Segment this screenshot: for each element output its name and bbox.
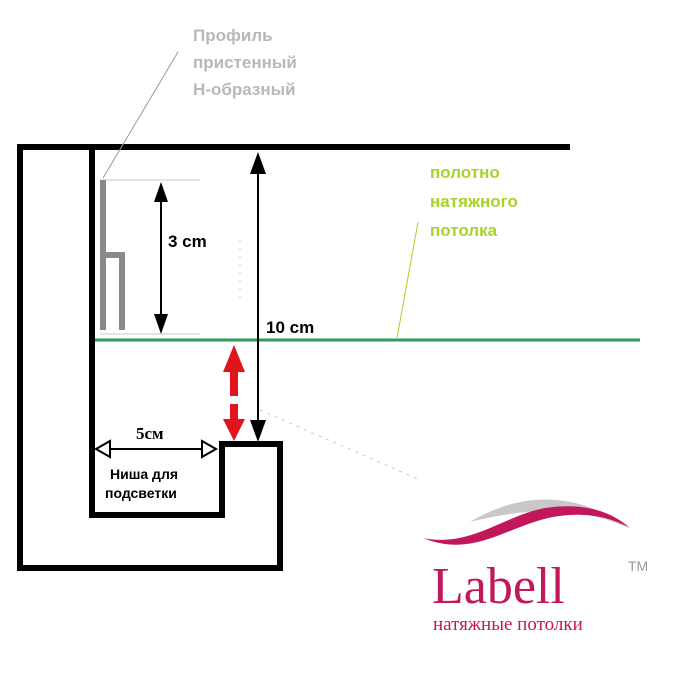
wall-profile-shape bbox=[100, 180, 125, 330]
dimension-10cm-arrow bbox=[250, 152, 266, 442]
logo-swoosh-pink bbox=[423, 506, 630, 545]
dimension-5cm-label: 5см bbox=[136, 424, 164, 443]
logo-swoosh-gray bbox=[470, 499, 628, 528]
dimension-5cm-arrow bbox=[93, 439, 219, 459]
svg-text:подсветки: подсветки bbox=[105, 485, 177, 501]
niche-label: Ниша для подсветки bbox=[105, 466, 178, 501]
outer-wall-outline bbox=[17, 144, 570, 571]
labell-logo: Labell TM натяжные потолки bbox=[423, 499, 648, 635]
guide-lines bbox=[100, 179, 421, 481]
logo-trademark: TM bbox=[628, 558, 648, 574]
svg-text:Н-образный: Н-образный bbox=[193, 80, 296, 99]
logo-brand-text: Labell bbox=[432, 558, 565, 615]
svg-text:пристенный: пристенный bbox=[193, 53, 297, 72]
logo-tagline: натяжные потолки bbox=[433, 614, 583, 635]
red-gap-arrow bbox=[223, 345, 245, 441]
canvas-leader-line bbox=[396, 221, 419, 339]
dimension-3cm-arrow bbox=[154, 182, 168, 334]
svg-text:Профиль: Профиль bbox=[193, 26, 273, 45]
svg-text:Ниша для: Ниша для bbox=[110, 466, 178, 482]
dimension-10cm-label: 10 cm bbox=[266, 318, 314, 337]
svg-text:натяжного: натяжного bbox=[430, 192, 518, 211]
dimension-3cm-label: 3 cm bbox=[168, 232, 207, 251]
svg-text:потолка: потолка bbox=[430, 221, 498, 240]
wall-structure bbox=[17, 144, 570, 571]
profile-leader-line bbox=[102, 51, 179, 179]
canvas-label: полотно натяжного потолка bbox=[430, 163, 518, 240]
profile-label: Профиль пристенный Н-образный bbox=[193, 26, 297, 99]
svg-text:полотно: полотно bbox=[430, 163, 500, 182]
